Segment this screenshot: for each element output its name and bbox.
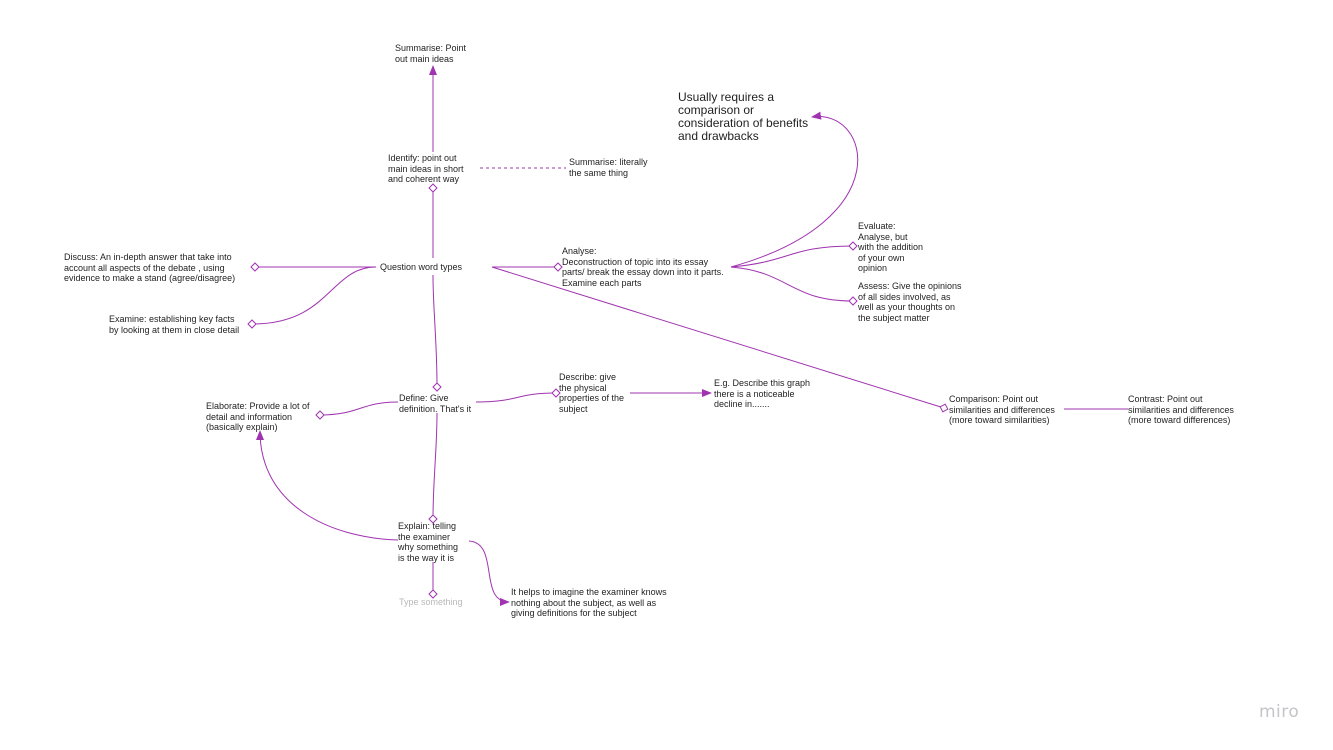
describe-node[interactable]: Describe: give the physical properties o… — [559, 372, 625, 414]
usually-requires-note[interactable]: Usually requires a comparison or conside… — [678, 90, 809, 143]
summarise-point-node[interactable]: Summarise: Point out main ideas — [395, 43, 467, 64]
connector-define-elaborate[interactable] — [315, 401, 399, 420]
explain-node[interactable]: Explain: telling the examiner why someth… — [398, 521, 459, 563]
discuss-node[interactable]: Discuss: An in-depth answer that take in… — [64, 252, 236, 283]
question-word-types-root[interactable]: Question word types — [380, 262, 463, 272]
it-helps-node[interactable]: It helps to imagine the examiner knows n… — [511, 587, 667, 618]
eg-describe-node[interactable]: E.g. Describe this graph there is a noti… — [714, 378, 811, 409]
comparison-node[interactable]: Comparison: Point out similarities and d… — [949, 394, 1055, 425]
connector-analyse-evaluate[interactable] — [730, 241, 858, 268]
examine-node[interactable]: Examine: establishing key facts by looki… — [109, 314, 240, 335]
connector-define-describe[interactable] — [475, 388, 561, 403]
elaborate-node[interactable]: Elaborate: Provide a lot of detail and i… — [206, 401, 310, 432]
summarise-literally-node[interactable]: Summarise: literally the same thing — [569, 157, 648, 178]
identify-node[interactable]: Identify: point out main ideas in short … — [388, 153, 464, 184]
connector-define-explain[interactable] — [428, 412, 438, 524]
analyse-node[interactable]: Analyse: Deconstruction of topic into it… — [562, 246, 724, 288]
connector-root-comparison[interactable] — [491, 266, 949, 413]
connector-analyse-usually-requires[interactable] — [730, 111, 859, 268]
contrast-node[interactable]: Contrast: Point out similarities and dif… — [1128, 394, 1234, 425]
define-node[interactable]: Define: Give definition. That's it — [399, 393, 472, 414]
connector-explain-elaborate[interactable] — [256, 430, 399, 541]
connector-root-define[interactable] — [432, 274, 442, 392]
connector-root-examine[interactable] — [247, 266, 377, 329]
connector-analyse-assess[interactable] — [730, 266, 858, 306]
evaluate-node[interactable]: Evaluate: Analyse, but with the addition… — [858, 221, 924, 273]
assess-node[interactable]: Assess: Give the opinions of all sides i… — [858, 281, 962, 323]
miro-logo: miro — [1259, 702, 1300, 722]
connector-explain-it-helps[interactable] — [468, 540, 510, 606]
type-something-placeholder[interactable]: Type something — [399, 597, 463, 607]
